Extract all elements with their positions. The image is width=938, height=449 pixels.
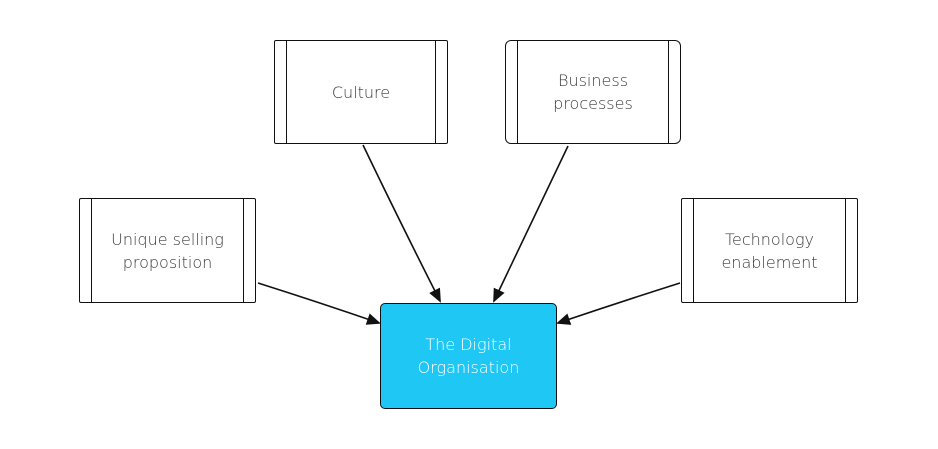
- node-unique-selling-proposition[interactable]: Unique selling proposition: [79, 198, 256, 303]
- edge-usp-to-digital: [257, 282, 381, 325]
- node-label: Technology enablement: [721, 229, 818, 272]
- node-label: Unique selling proposition: [111, 229, 224, 272]
- edge-business-to-digital: [493, 145, 569, 303]
- node-business-processes[interactable]: Business processes: [505, 40, 681, 144]
- node-label: Culture: [331, 82, 391, 102]
- node-label: The Digital Organisation: [417, 335, 520, 377]
- node-the-digital-organisation[interactable]: The Digital Organisation: [380, 303, 557, 409]
- edge-tech-to-digital: [556, 282, 681, 325]
- node-technology-enablement[interactable]: Technology enablement: [681, 198, 858, 303]
- edge-culture-to-digital: [362, 144, 441, 303]
- node-label: Business processes: [553, 71, 633, 113]
- node-culture[interactable]: Culture: [274, 40, 448, 144]
